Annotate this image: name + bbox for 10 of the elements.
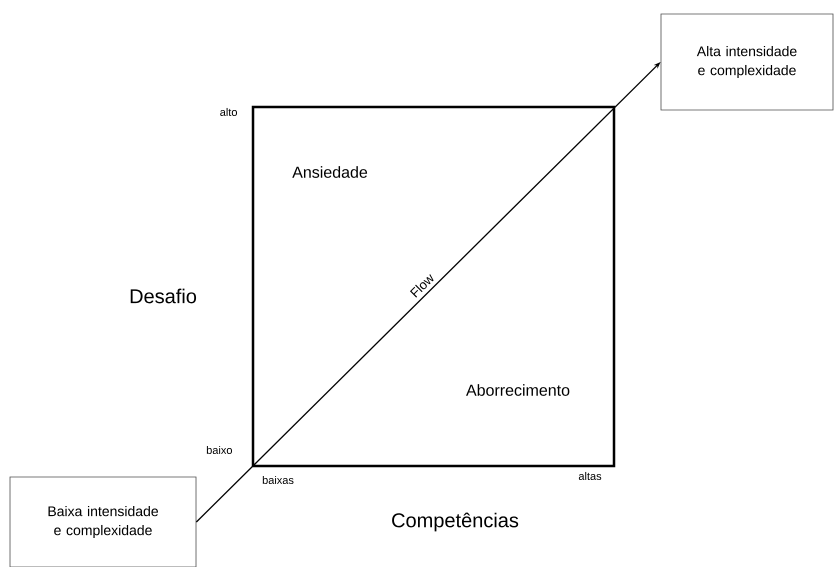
axis-value-label: baixas (262, 476, 294, 484)
axis-value-label: alto (220, 108, 237, 116)
region-label: Ansiedade (292, 166, 368, 178)
axis-title: Desafio (130, 288, 196, 304)
region-label: Aborrecimento (466, 384, 570, 396)
axis-value-label: baixo (206, 446, 232, 454)
text-box: Alta intensidade e complexidade (660, 14, 834, 110)
text-box: Baixa intensidade e complexidade (10, 476, 196, 567)
axis-value-label: altas (578, 472, 602, 480)
axis-title: Competências (392, 512, 518, 532)
